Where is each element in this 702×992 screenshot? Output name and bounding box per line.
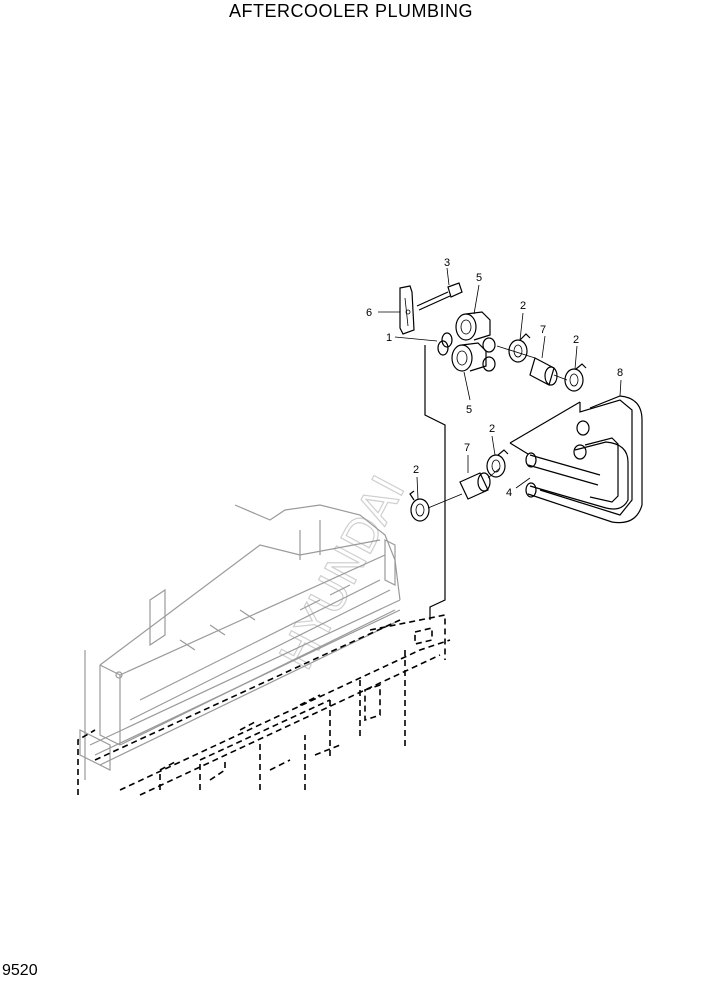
leader-lines (378, 267, 622, 500)
mounting-bracket (399, 285, 415, 335)
hose (427, 467, 501, 509)
callout-numbers: 3 5 6 1 2 7 2 8 5 2 7 2 4 (366, 257, 623, 499)
page-number: 9520 (2, 962, 38, 979)
callout-2: 2 (413, 464, 419, 476)
bolt (416, 282, 463, 311)
callout-1: 1 (386, 332, 392, 344)
callout-5: 5 (476, 272, 482, 284)
hose-clamp (508, 333, 531, 363)
connector-upper (455, 311, 496, 353)
group-outline (424, 345, 581, 620)
callout-7: 7 (464, 442, 470, 454)
callout-2: 2 (573, 334, 579, 346)
callout-3: 3 (444, 257, 450, 269)
o-ring (437, 332, 453, 356)
page-title: AFTERCOOLER PLUMBING (228, 1, 474, 21)
aftercooler-core (79, 504, 401, 780)
callout-4: 4 (506, 487, 512, 499)
callout-7: 7 (540, 324, 546, 336)
hose-clamp (409, 490, 430, 522)
hose-clamp (486, 449, 509, 478)
callout-6: 6 (366, 307, 372, 319)
connector-lower (451, 342, 496, 372)
hose (496, 345, 568, 386)
callout-8: 8 (617, 367, 623, 379)
machine-frame (77, 614, 451, 796)
callout-2: 2 (520, 300, 526, 312)
aftercooler-tube (525, 395, 643, 524)
callout-2: 2 (489, 423, 495, 435)
callout-5: 5 (466, 404, 472, 416)
hose-clamp (564, 363, 587, 392)
